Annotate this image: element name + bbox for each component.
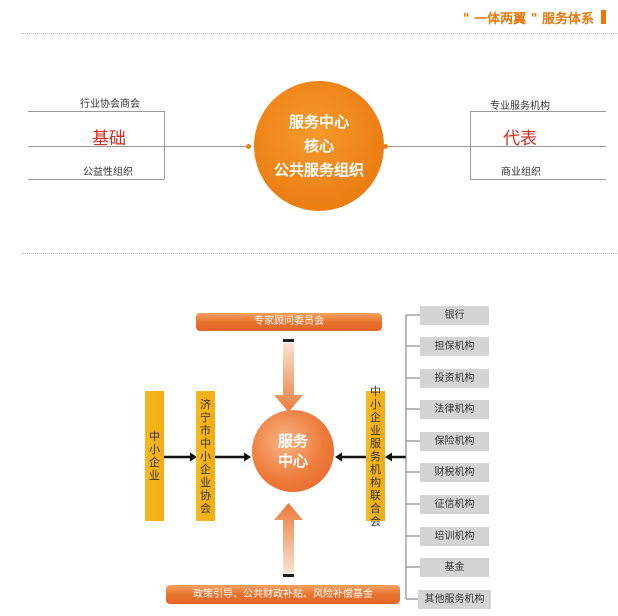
institution-investment: 投资机构 (420, 369, 489, 388)
right-top-line (470, 111, 606, 112)
left-top-line (28, 111, 164, 112)
fed-char: 务 (370, 449, 381, 463)
institution-legal: 法律机构 (420, 400, 489, 419)
core-line-3: 公共服务组织 (273, 161, 364, 179)
label-foundation: 基础 (92, 129, 126, 149)
assoc-char: 市 (200, 423, 211, 437)
assoc-char: 企 (200, 462, 211, 476)
label-public-welfare: 公益性组织 (83, 167, 133, 178)
institution-tax: 财税机构 (420, 463, 489, 482)
label-industry-association: 行业协会商会 (80, 99, 140, 110)
assoc-char: 业 (200, 475, 211, 489)
assoc-char: 小 (200, 449, 211, 463)
sme-char-1: 中 (149, 430, 160, 443)
assoc-char: 中 (200, 436, 211, 450)
fed-char: 构 (370, 475, 381, 489)
fed-char: 中 (370, 384, 381, 398)
down-arrow (274, 339, 303, 412)
label-commercial-org: 商业组织 (501, 167, 541, 178)
top-divider (22, 33, 618, 34)
core-line-2: 核心 (303, 137, 334, 155)
fed-char: 机 (370, 462, 381, 476)
institution-other: 其他服务机构 (418, 590, 491, 609)
sme-to-association-arrow (164, 452, 197, 462)
assoc-char: 会 (200, 501, 211, 515)
assoc-char: 济 (200, 397, 211, 411)
up-arrow (274, 503, 303, 577)
title-accent-bar (601, 10, 606, 24)
section-title: " 一体两翼 " 服务体系 (462, 12, 594, 27)
sme-char-4: 业 (149, 469, 160, 482)
fed-char: 业 (370, 423, 381, 437)
fed-char: 联 (370, 488, 381, 502)
service-center-circle: 服务 中心 (252, 410, 334, 492)
institution-guarantee: 担保机构 (420, 337, 489, 356)
institution-credit: 征信机构 (420, 495, 489, 514)
label-professional-institutions: 专业服务机构 (490, 101, 550, 112)
federation-box: 中 小 企 业 服 务 机 构 联 合 会 (366, 385, 385, 528)
left-connector-line (28, 146, 248, 147)
right-connector-line (386, 146, 606, 147)
left-bottom-line (28, 179, 164, 180)
center-line-1: 服务 (277, 432, 308, 450)
center-line-2: 中心 (277, 452, 308, 470)
right-bottom-line (470, 179, 606, 180)
fed-char: 小 (370, 397, 381, 411)
institution-training: 培训机构 (420, 527, 489, 546)
institution-fund: 基金 (420, 558, 489, 577)
fed-char: 合 (370, 501, 381, 515)
left-bracket-line (164, 111, 165, 179)
sme-box: 中 小 企 业 (145, 391, 164, 521)
institutions-bracket (405, 314, 420, 600)
association-to-center-arrow (215, 452, 251, 462)
expert-committee-bar: 专家顾问委员会 (196, 313, 382, 331)
sme-char-3: 企 (149, 456, 160, 469)
association-box: 济 宁 市 中 小 企 业 协 会 (196, 391, 215, 521)
institution-insurance: 保险机构 (420, 432, 489, 451)
federation-to-center-arrow (335, 452, 366, 462)
right-connector-dot (383, 144, 388, 149)
core-line-1: 服务中心 (288, 113, 349, 131)
right-bracket-line (470, 111, 471, 179)
middle-divider (22, 253, 618, 254)
assoc-char: 宁 (200, 410, 211, 424)
institution-bank: 银行 (420, 306, 489, 325)
fed-char: 企 (370, 410, 381, 424)
label-representative: 代表 (503, 129, 537, 149)
service-center-core-circle: 服务中心 核心 公共服务组织 (254, 81, 384, 211)
institutions-to-federation-arrow (385, 452, 406, 462)
fed-char: 会 (370, 514, 381, 528)
left-connector-dot (246, 144, 251, 149)
assoc-char: 协 (200, 488, 211, 502)
policy-support-bar: 政策引导、公共财政补贴、风险补偿基金 (166, 585, 400, 604)
fed-char: 服 (370, 436, 381, 450)
sme-char-2: 小 (149, 443, 160, 456)
